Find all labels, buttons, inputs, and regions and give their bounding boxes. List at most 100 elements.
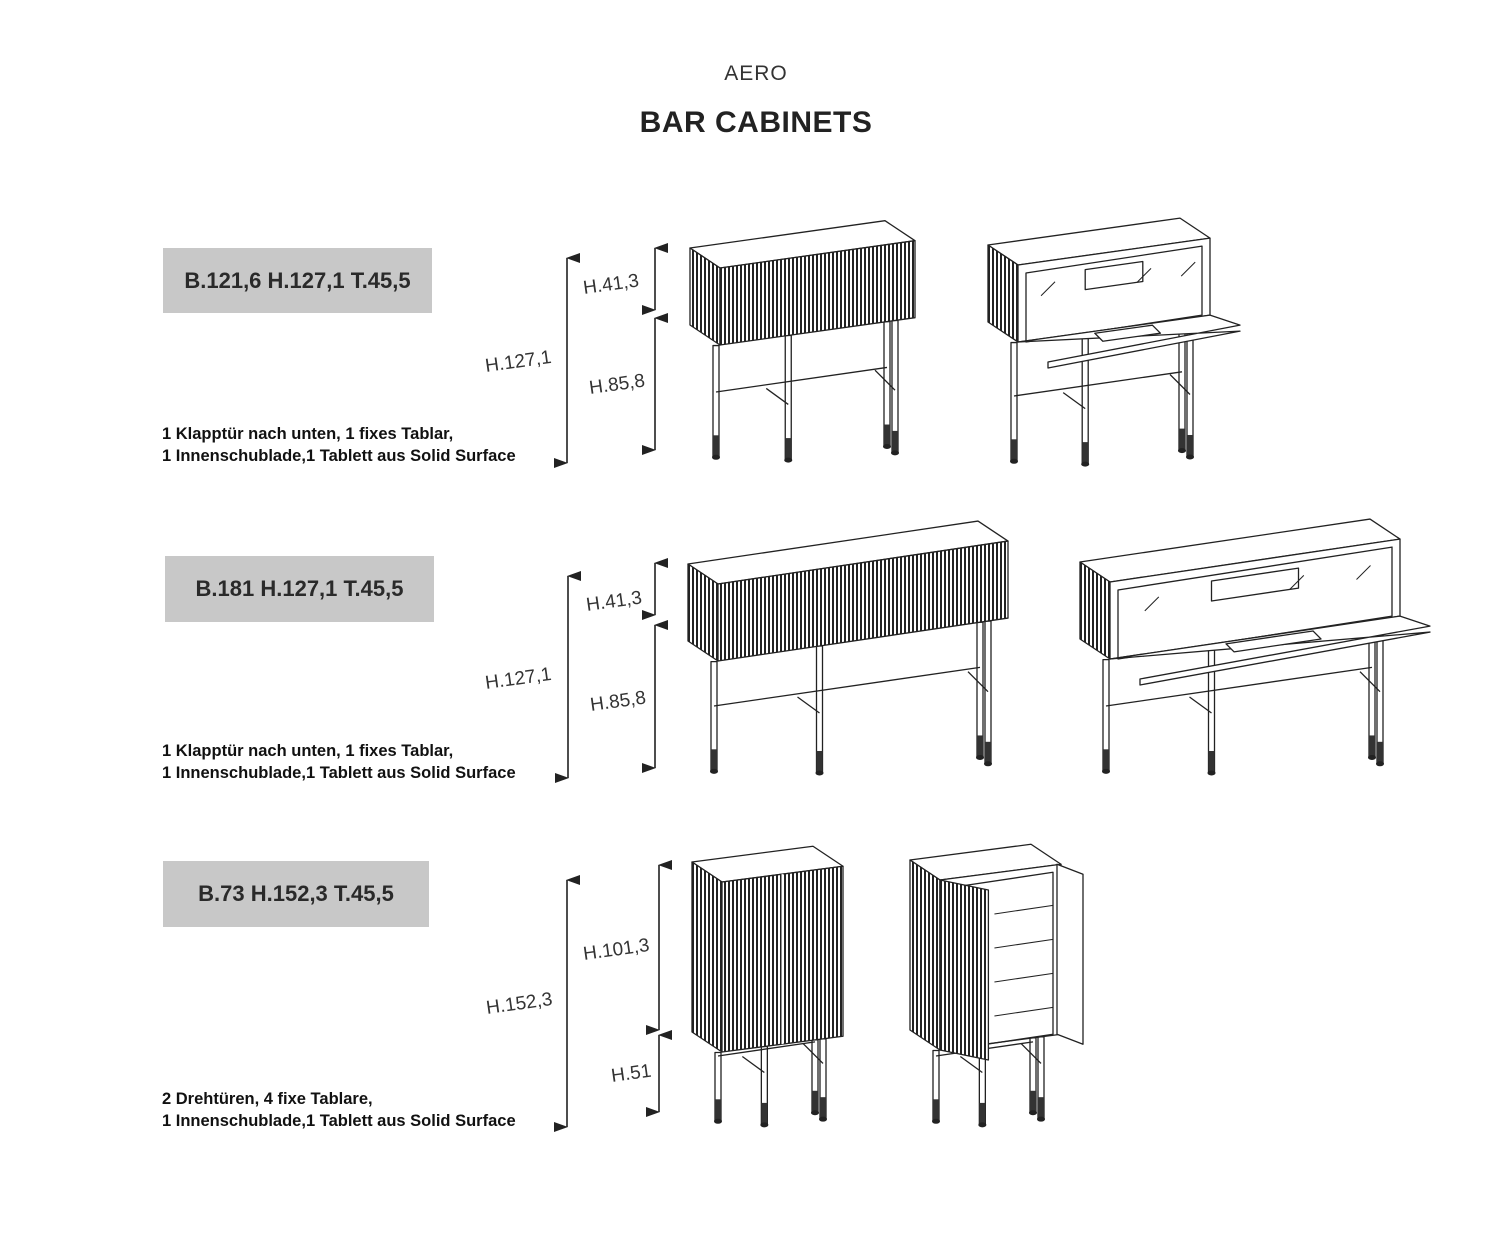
leg-foot xyxy=(1377,741,1383,764)
leg-foot xyxy=(1037,1116,1045,1122)
leg-foot xyxy=(984,761,992,767)
cabinet-side xyxy=(691,861,723,1053)
leg-stretcher xyxy=(715,366,888,393)
leg-foot xyxy=(892,430,898,453)
dimension-label-3: B.73 H.152,3 T.45,5 xyxy=(163,861,429,927)
cabinet-side xyxy=(909,859,941,1051)
description-line: 1 Innenschublade,1 Tablett aus Solid Sur… xyxy=(162,447,516,465)
dimension-label-1: B.121,6 H.127,1 T.45,5 xyxy=(163,248,432,313)
leg-foot xyxy=(760,1122,769,1128)
leg-foot xyxy=(1179,428,1185,451)
leg-stretcher xyxy=(874,369,896,391)
leg-foot xyxy=(1368,754,1376,760)
leg-stretcher xyxy=(765,387,789,405)
glass-reflection xyxy=(1040,281,1056,297)
description-2: 1 Klapptür nach unten, 1 fixes Tablar, 1… xyxy=(162,740,516,784)
description-line: 1 Innenschublade,1 Tablett aus Solid Sur… xyxy=(162,1112,516,1130)
description-3: 2 Drehtüren, 4 fixe Tablare, 1 Innenschu… xyxy=(162,1088,516,1132)
open-door-left xyxy=(939,879,990,1061)
leg-stretcher xyxy=(1105,666,1373,707)
leg-stretcher xyxy=(1020,1042,1042,1064)
interior-drawer xyxy=(1210,567,1300,602)
cabinet-fluted-front xyxy=(717,540,1009,662)
leg-foot xyxy=(1029,1110,1037,1116)
leg-stretcher xyxy=(713,666,981,707)
leg-stretcher xyxy=(967,671,989,693)
leg-foot xyxy=(1186,454,1194,460)
dimension-label-2: B.181 H.127,1 T.45,5 xyxy=(165,556,434,622)
leg-stretcher xyxy=(741,1055,765,1074)
leg-foot xyxy=(883,444,891,450)
leg-foot xyxy=(979,1102,986,1125)
leg-stretcher xyxy=(1189,696,1212,714)
leg-stretcher xyxy=(797,696,820,714)
cabinet-fluted-front xyxy=(719,240,916,346)
open-door-right xyxy=(1056,863,1084,1045)
leg-foot xyxy=(820,1097,826,1120)
leg-foot xyxy=(816,750,823,773)
leg-foot xyxy=(1208,750,1215,773)
leg-foot xyxy=(811,1110,819,1116)
leg-foot xyxy=(713,435,719,458)
interior-frame xyxy=(1117,546,1393,660)
leg-foot xyxy=(976,754,984,760)
leg-foot xyxy=(1030,1090,1036,1113)
description-line: 1 Klapptür nach unten, 1 fixes Tablar, xyxy=(162,742,454,760)
solid-surface-tray xyxy=(1225,630,1322,653)
leg-foot xyxy=(1102,768,1110,774)
leg-foot xyxy=(715,1099,721,1122)
cabinet-open-drawing xyxy=(987,217,1241,467)
interior-shelf xyxy=(994,938,1054,949)
leg-foot xyxy=(891,450,899,456)
cabinet-closed-drawing xyxy=(691,845,844,1128)
leg-foot xyxy=(1010,458,1018,464)
description-1: 1 Klapptür nach unten, 1 fixes Tablar, 1… xyxy=(162,423,516,467)
leg-foot xyxy=(933,1099,939,1122)
solid-surface-tray xyxy=(1094,324,1162,342)
cabinet-open-drawing xyxy=(909,843,1084,1128)
leg-foot xyxy=(1369,735,1375,758)
leg-foot xyxy=(1187,434,1193,457)
glass-reflection xyxy=(1136,267,1152,283)
leg-foot xyxy=(812,1090,818,1113)
leg-foot xyxy=(712,454,720,460)
leg-foot xyxy=(978,1122,987,1128)
leg-stretcher xyxy=(959,1055,983,1074)
leg-foot xyxy=(1376,761,1384,767)
leg-foot xyxy=(1207,770,1216,776)
leg-stretcher xyxy=(1359,671,1381,693)
description-line: 1 Innenschublade,1 Tablett aus Solid Sur… xyxy=(162,764,516,782)
glass-reflection xyxy=(1180,261,1196,277)
leg-foot xyxy=(815,770,824,776)
description-line: 2 Drehtüren, 4 fixe Tablare, xyxy=(162,1090,373,1108)
leg-stretcher xyxy=(1169,374,1191,395)
interior-shelf xyxy=(994,972,1054,983)
leg-stretcher xyxy=(1062,392,1086,410)
leg-foot xyxy=(785,438,792,461)
leg-foot xyxy=(710,768,718,774)
leg-foot xyxy=(1081,461,1090,467)
glass-reflection xyxy=(1289,575,1305,590)
leg-foot xyxy=(714,1118,722,1124)
cabinet-closed-drawing xyxy=(689,220,916,463)
leg-foot xyxy=(819,1116,827,1122)
cabinet-open-drawing xyxy=(1079,518,1431,776)
cabinet-closed-drawing xyxy=(687,520,1009,776)
leg-foot xyxy=(1103,749,1109,772)
leg-stretcher xyxy=(717,1041,816,1057)
leg-foot xyxy=(1011,439,1017,462)
leg-foot xyxy=(884,424,890,447)
fold-down-flap xyxy=(1017,314,1241,369)
leg-foot xyxy=(761,1102,768,1125)
leg-foot xyxy=(985,741,991,764)
fold-down-flap xyxy=(1109,615,1431,686)
leg-foot xyxy=(1038,1097,1044,1120)
page-title: BAR CABINETS xyxy=(639,106,873,139)
brand-name: AERO xyxy=(724,62,788,85)
interior-drawer xyxy=(1084,260,1144,291)
leg-foot xyxy=(932,1118,940,1124)
description-line: 1 Klapptür nach unten, 1 fixes Tablar, xyxy=(162,425,454,443)
leg-foot xyxy=(784,457,793,463)
interior-shelf xyxy=(994,904,1054,915)
